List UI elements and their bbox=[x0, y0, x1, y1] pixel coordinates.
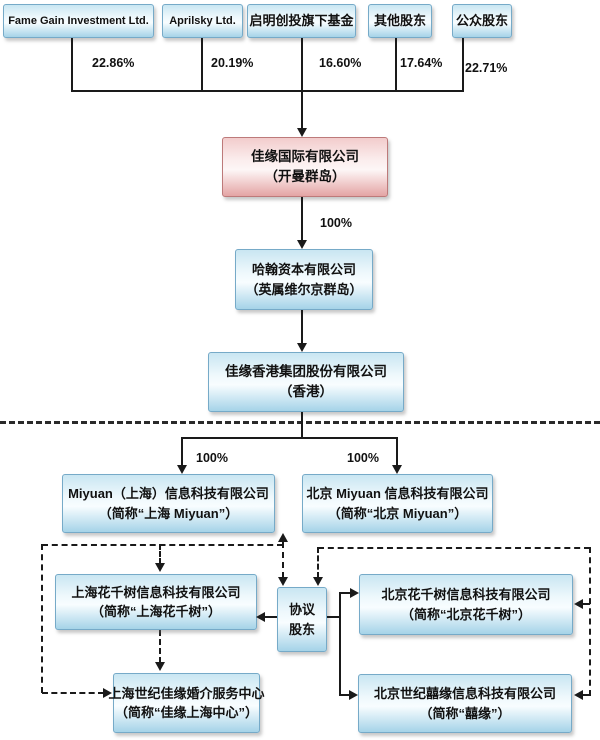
connector-line bbox=[396, 437, 398, 466]
arrowhead-down-icon bbox=[155, 662, 165, 671]
company-name: 佳缘香港集团股份有限公司 bbox=[225, 363, 387, 379]
connector-line bbox=[71, 38, 73, 90]
node-other-shareholders: 其他股东 bbox=[368, 4, 432, 38]
arrowhead-right-icon bbox=[349, 690, 358, 700]
ownership-label: 100% bbox=[347, 451, 379, 465]
company-alias: （简称“佳缘上海中心”） bbox=[114, 705, 258, 720]
connector-line bbox=[301, 412, 303, 439]
node-jiayuan-hongkong-group: 佳缘香港集团股份有限公司 （香港） bbox=[208, 352, 404, 412]
company-name: 启明创投旗下基金 bbox=[249, 13, 354, 29]
label-line2: 股东 bbox=[288, 621, 315, 637]
arrowhead-down-icon bbox=[297, 128, 307, 137]
company-alias: （简称“上海花千树”） bbox=[90, 604, 221, 619]
connector-dashed bbox=[42, 544, 283, 546]
connector-line bbox=[301, 197, 303, 241]
company-alias: （简称“囍缘”） bbox=[419, 705, 511, 721]
arrowhead-down-icon bbox=[313, 577, 323, 586]
arrowhead-left-icon bbox=[574, 599, 583, 609]
company-name: 北京花千树信息科技有限公司 bbox=[381, 587, 551, 602]
company-name: 北京 Miyuan 信息科技有限公司 bbox=[306, 486, 489, 501]
node-agreement-shareholders: 协议 股东 bbox=[277, 587, 327, 652]
connector-dashed bbox=[582, 694, 590, 696]
connector-dashed bbox=[589, 547, 591, 696]
node-shanghai-jiayuan-center: 上海世纪佳缘婚介服务中心 （简称“佳缘上海中心”） bbox=[109, 673, 265, 733]
company-location: （开曼群岛） bbox=[264, 169, 346, 184]
company-name: 北京世纪囍缘信息科技有限公司 bbox=[373, 686, 556, 701]
company-name: Aprilsky Ltd. bbox=[169, 14, 236, 27]
connector-bus-wfoe bbox=[182, 437, 398, 439]
ownership-label: 17.64% bbox=[400, 56, 443, 70]
arrowhead-down-icon bbox=[297, 240, 307, 249]
arrowhead-right-icon bbox=[350, 588, 359, 598]
connector-line bbox=[339, 694, 350, 696]
connector-line bbox=[395, 38, 397, 90]
ownership-label: 16.60% bbox=[319, 56, 362, 70]
connector-dashed bbox=[282, 542, 284, 578]
arrowhead-down-icon bbox=[278, 577, 288, 586]
node-miyuan-beijing-wfoe: 北京 Miyuan 信息科技有限公司 （简称“北京 Miyuan”） bbox=[302, 474, 493, 533]
connector-line bbox=[462, 38, 464, 90]
company-name: 其他股东 bbox=[373, 13, 426, 29]
node-aprilsky: Aprilsky Ltd. bbox=[162, 4, 243, 38]
node-shanghai-huaqianshu: 上海花千树信息科技有限公司 （简称“上海花千树”） bbox=[55, 574, 257, 630]
company-name: 上海世纪佳缘婚介服务中心 bbox=[108, 685, 265, 701]
node-jiayuan-international-cayman: 佳缘国际有限公司 （开曼群岛） bbox=[222, 137, 388, 197]
node-miyuan-shanghai-wfoe: Miyuan（上海）信息科技有限公司 （简称“上海 Miyuan”） bbox=[62, 474, 275, 533]
company-location: （英属维尔京群岛） bbox=[245, 281, 363, 297]
connector-dashed bbox=[318, 547, 590, 549]
arrowhead-down-icon bbox=[177, 465, 187, 474]
connector-line bbox=[301, 90, 303, 129]
company-name: 公众股东 bbox=[455, 13, 508, 29]
connector-dashed bbox=[42, 692, 104, 694]
connector-line bbox=[181, 437, 183, 466]
connector-line bbox=[339, 592, 351, 594]
company-alias: （简称“北京 Miyuan”） bbox=[327, 505, 468, 521]
node-fame-gain-investment: Fame Gain Investment Ltd. bbox=[3, 4, 154, 38]
node-beijing-huaqianshu: 北京花千树信息科技有限公司 （简称“北京花千树”） bbox=[359, 574, 573, 635]
connector-dashed bbox=[317, 547, 319, 578]
company-name: Fame Gain Investment Ltd. bbox=[8, 14, 149, 27]
connector-line bbox=[339, 592, 341, 696]
connector-dashed bbox=[159, 544, 161, 564]
ownership-label: 20.19% bbox=[211, 56, 254, 70]
arrowhead-down-icon bbox=[155, 563, 165, 572]
company-name: 哈翰资本有限公司 bbox=[251, 262, 356, 277]
connector-bus-shareholders bbox=[71, 90, 464, 92]
company-name: 上海花千树信息科技有限公司 bbox=[71, 584, 241, 600]
company-name: 佳缘国际有限公司 bbox=[251, 148, 359, 164]
ownership-label: 100% bbox=[320, 216, 352, 230]
arrowhead-left-icon bbox=[256, 612, 265, 622]
arrowhead-left-icon bbox=[574, 690, 583, 700]
arrowhead-down-icon bbox=[392, 465, 402, 474]
node-hahan-capital-bvi: 哈翰资本有限公司 （英属维尔京群岛） bbox=[235, 249, 373, 310]
company-alias: （简称“上海 Miyuan”） bbox=[98, 505, 239, 521]
arrowhead-up-icon bbox=[278, 533, 288, 542]
label-line1: 协议 bbox=[288, 602, 315, 617]
connector-line bbox=[327, 616, 341, 618]
connector-dashed bbox=[41, 544, 43, 693]
connector-dashed bbox=[159, 630, 161, 663]
connector-dashed bbox=[582, 603, 590, 605]
company-name: Miyuan（上海）信息科技有限公司 bbox=[68, 486, 269, 501]
connector-line bbox=[301, 38, 303, 90]
company-location: （香港） bbox=[279, 384, 333, 399]
arrowhead-right-icon bbox=[103, 688, 112, 698]
ownership-label: 22.71% bbox=[465, 61, 508, 75]
node-public-shareholders: 公众股东 bbox=[452, 4, 512, 38]
connector-line bbox=[264, 616, 277, 618]
company-alias: （简称“北京花千树”） bbox=[400, 606, 531, 622]
ownership-label: 22.86% bbox=[92, 56, 135, 70]
connector-line bbox=[301, 310, 303, 344]
offshore-onshore-divider bbox=[0, 421, 600, 424]
ownership-label: 100% bbox=[196, 451, 228, 465]
node-qiming-venture-funds: 启明创投旗下基金 bbox=[247, 4, 356, 38]
arrowhead-down-icon bbox=[297, 343, 307, 352]
connector-line bbox=[201, 38, 203, 90]
node-beijing-shiji-xiyuan: 北京世纪囍缘信息科技有限公司 （简称“囍缘”） bbox=[358, 674, 572, 733]
